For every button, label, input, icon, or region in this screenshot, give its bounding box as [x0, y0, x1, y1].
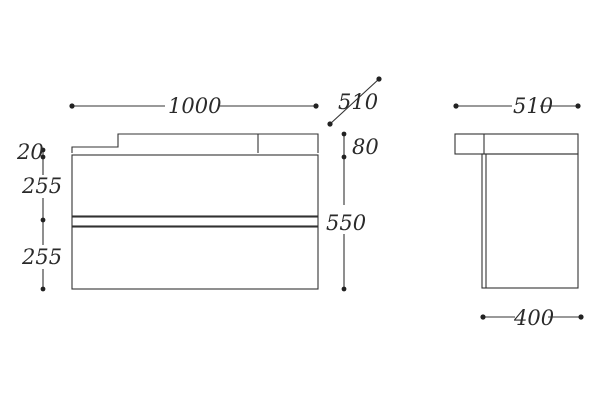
dimension-depth-510-diagonal: 510 [327, 76, 382, 127]
drawer-bottom-label: 255 [21, 245, 62, 269]
dimension-right-stack: 80 550 [326, 131, 379, 292]
side-view [454, 133, 579, 289]
dimension-side-510: 510 [453, 94, 581, 118]
front-view [71, 133, 319, 290]
dimension-width-1000: 1000 [69, 94, 319, 118]
top-gap-label: 20 [16, 140, 44, 164]
drawer-top-label: 255 [21, 174, 62, 198]
drawer-bottom [71, 226, 319, 290]
side-top-depth-label: 510 [513, 94, 553, 118]
height-label: 550 [326, 211, 366, 235]
side-body [481, 153, 579, 289]
drawer-divider [71, 216, 319, 227]
countertop-outline [71, 133, 319, 153]
drawer-top [71, 154, 319, 217]
dimension-side-400: 400 [480, 306, 584, 330]
width-label: 1000 [168, 94, 221, 118]
depth-label: 510 [338, 90, 378, 114]
side-body-depth-label: 400 [513, 306, 554, 330]
dimension-left-stack: 20 255 255 [16, 140, 62, 292]
side-countertop [454, 133, 579, 155]
top-thickness-label: 80 [352, 135, 379, 159]
